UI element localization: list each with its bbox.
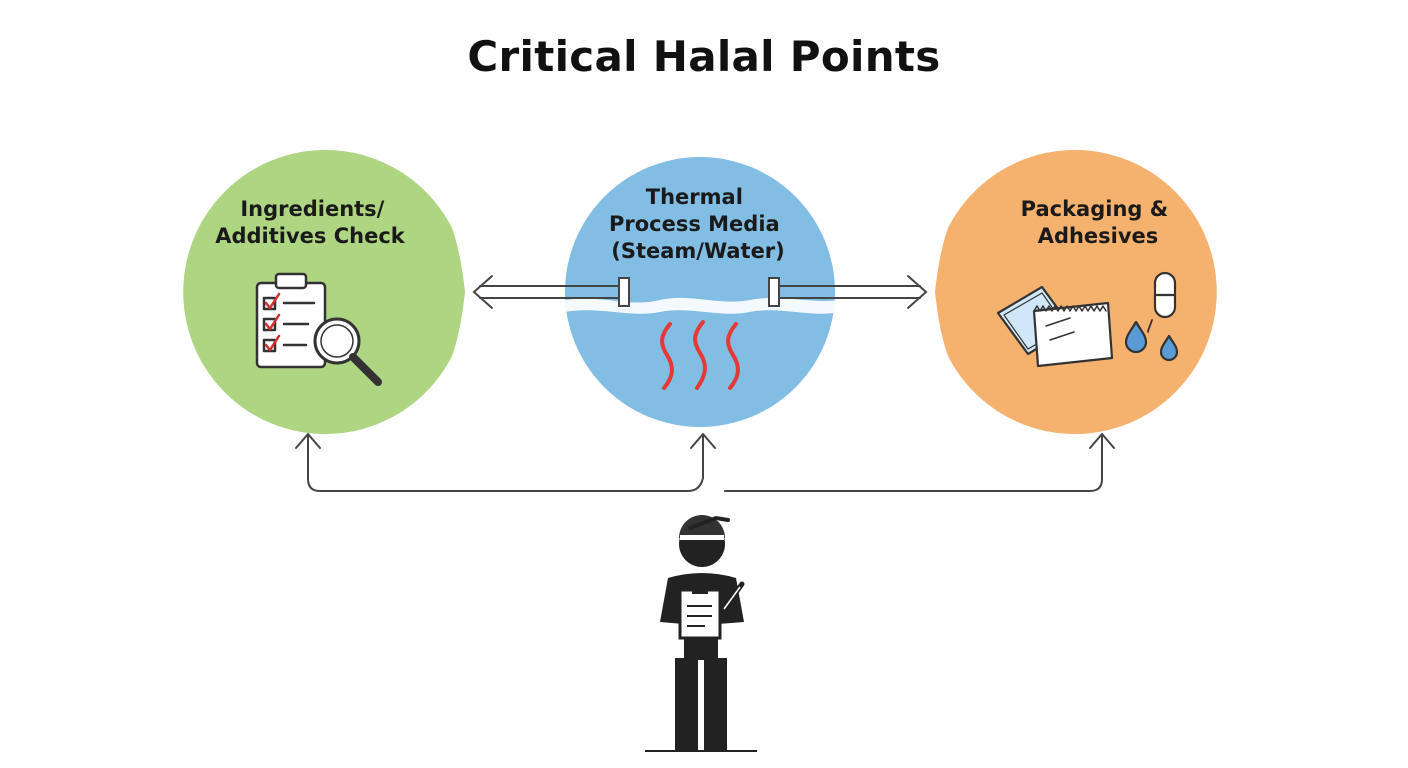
pipe-clamp-left [618,277,630,307]
inspector-connectors [295,433,1115,492]
node-thermal-label-line-3: (Steam/Water) [611,239,785,263]
node-packaging-label-line-2: Adhesives [1038,224,1159,248]
node-ingredients-label-line-2: Additives Check [215,224,406,248]
node-ingredients: Ingredients/ Additives Check [183,149,465,434]
heat-waves-icon [660,320,740,390]
pipe-clamp-right [768,277,780,307]
clipboard-magnifier-icon [255,272,382,386]
node-thermal: Thermal Process Media (Steam/Water) [565,157,835,427]
connector-left-arrow [472,275,626,309]
node-packaging: Packaging & Adhesives [935,149,1217,435]
diagram-title: Critical Halal Points [467,32,941,81]
node-thermal-label-line-1: Thermal [646,185,743,209]
inspector-with-clipboard-icon [645,515,757,752]
node-thermal-circle [565,157,835,427]
node-ingredients-label-line-1: Ingredients/ [240,197,384,221]
package-drops-icon [996,271,1179,368]
connector-right-arrow [774,275,928,309]
arrow-to-packaging [724,435,1103,492]
arrow-to-ingredients [687,435,704,492]
node-packaging-label: Packaging & Adhesives [1021,197,1176,248]
node-thermal-label: Thermal Process Media (Steam/Water) [609,185,787,263]
node-packaging-label-line-1: Packaging & [1021,197,1168,221]
node-ingredients-label: Ingredients/ Additives Check [215,197,406,248]
node-packaging-circle [935,149,1217,435]
node-thermal-label-line-2: Process Media [609,212,780,236]
